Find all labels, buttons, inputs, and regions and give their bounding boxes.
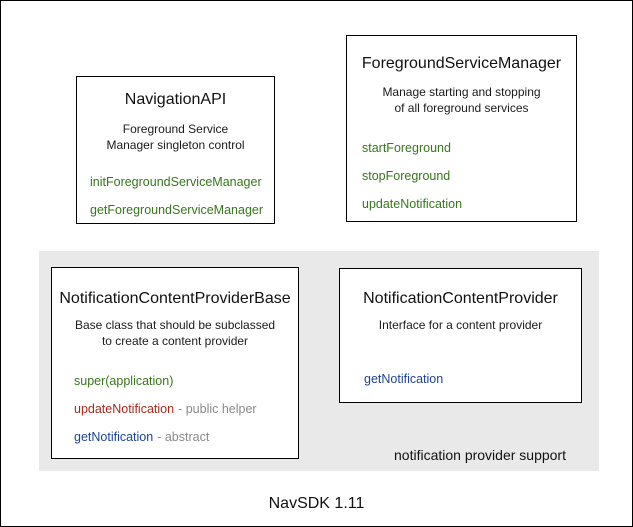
class-box-notification-content-provider: NotificationContentProvider Interface fo…	[339, 268, 582, 403]
class-box-notification-content-provider-base: NotificationContentProviderBase Base cla…	[51, 267, 299, 459]
method-updatenotification: updateNotification	[362, 198, 576, 211]
method-getforegroundservicemanager: getForegroundServiceManager	[90, 202, 274, 217]
class-description: Interface for a content provider	[378, 318, 543, 333]
method-name: super(application)	[74, 373, 174, 388]
method-list: initForegroundServiceManager getForegrou…	[90, 174, 274, 217]
class-description: Manage starting and stopping of all fore…	[382, 85, 541, 116]
class-title: NotificationContentProviderBase	[59, 290, 291, 307]
class-title: ForegroundServiceManager	[361, 55, 562, 72]
method-note: - abstract	[157, 430, 210, 445]
method-startforeground: startForeground	[362, 140, 576, 155]
method-super-application: super(application)	[74, 373, 298, 388]
method-getnotification: getNotification- abstract	[74, 431, 298, 444]
method-updatenotification: updateNotification- public helper	[74, 401, 298, 416]
method-getnotification: getNotification	[364, 372, 581, 387]
class-title: NotificationContentProvider	[363, 290, 558, 307]
class-description: Foreground Service Manager singleton con…	[106, 122, 245, 153]
method-note: - public helper	[178, 401, 257, 416]
method-name: getNotification	[74, 430, 154, 445]
method-name: updateNotification	[74, 401, 175, 416]
method-list: getNotification	[364, 372, 581, 387]
method-name: getForegroundServiceManager	[90, 202, 264, 217]
method-stopforeground: stopForeground	[362, 168, 576, 183]
method-name: getNotification	[364, 372, 444, 387]
method-list: super(application) updateNotification- p…	[74, 373, 298, 444]
class-box-foreground-service-manager: ForegroundServiceManager Manage starting…	[346, 35, 577, 222]
method-name: stopForeground	[362, 168, 451, 183]
class-box-navigation-api: NavigationAPI Foreground Service Manager…	[76, 76, 275, 224]
class-description: Base class that should be subclassed to …	[74, 318, 276, 349]
method-initforegroundservicemanager: initForegroundServiceManager	[90, 174, 274, 189]
method-name: initForegroundServiceManager	[90, 174, 262, 189]
group-region-label: notification provider support	[394, 447, 566, 463]
method-name: startForeground	[362, 140, 451, 155]
class-title: NavigationAPI	[124, 91, 227, 108]
method-name: updateNotification	[362, 197, 463, 212]
method-list: startForeground stopForeground updateNot…	[362, 140, 576, 211]
sdk-version-label: NavSDK 1.11	[268, 495, 365, 512]
